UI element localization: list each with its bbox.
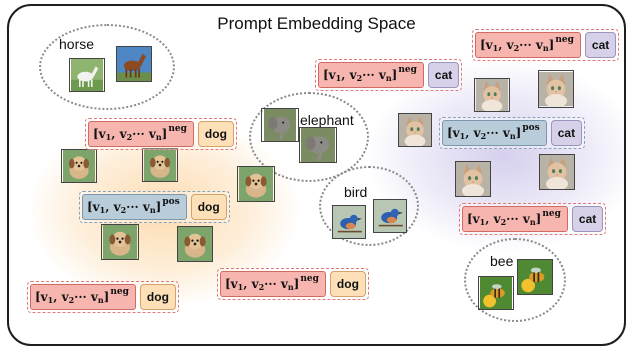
cat-photo-3	[398, 113, 432, 147]
elephant-cluster	[249, 92, 369, 182]
dog-photo-3	[237, 166, 275, 202]
horse-cluster-label: horse	[59, 36, 95, 52]
cat-photo-1	[474, 78, 510, 112]
elephant-cluster-label: elephant	[300, 112, 354, 128]
horse-photo-2	[116, 46, 152, 82]
bee-photo-1	[478, 276, 514, 310]
cat-photo-4	[455, 161, 491, 197]
elephant-photo-2	[299, 127, 337, 163]
diagram-title: Prompt Embedding Space	[217, 14, 416, 33]
bird-cluster-label: bird	[344, 184, 368, 200]
class-token-dog: dog	[190, 194, 227, 220]
bee-photo-2	[517, 259, 553, 295]
class-token-cat: cat	[584, 32, 617, 58]
class-token-dog: dog	[197, 121, 234, 147]
bird-photo-1	[332, 205, 366, 239]
class-token-dog: dog	[139, 284, 176, 310]
class-token-dog: dog	[329, 271, 366, 297]
class-token-cat: cat	[550, 120, 583, 146]
class-token-cat: cat	[571, 206, 604, 232]
embedding-space-frame: Prompt Embedding Space horse elephant bi…	[7, 4, 626, 346]
horse-photo-1	[69, 58, 105, 92]
dog-photo-4	[101, 224, 139, 260]
horse-cluster	[39, 24, 175, 110]
class-token-cat: cat	[427, 62, 460, 88]
cat-photo-2	[538, 70, 574, 108]
dog-photo-2	[142, 148, 178, 182]
dog-photo-1	[61, 149, 97, 183]
cat-photo-5	[539, 154, 575, 190]
bee-cluster	[464, 238, 566, 322]
bird-cluster	[319, 166, 419, 246]
dog-photo-5	[177, 226, 213, 262]
bee-cluster-label: bee	[490, 253, 514, 269]
elephant-photo-1	[261, 108, 299, 142]
bird-photo-2	[373, 199, 407, 233]
